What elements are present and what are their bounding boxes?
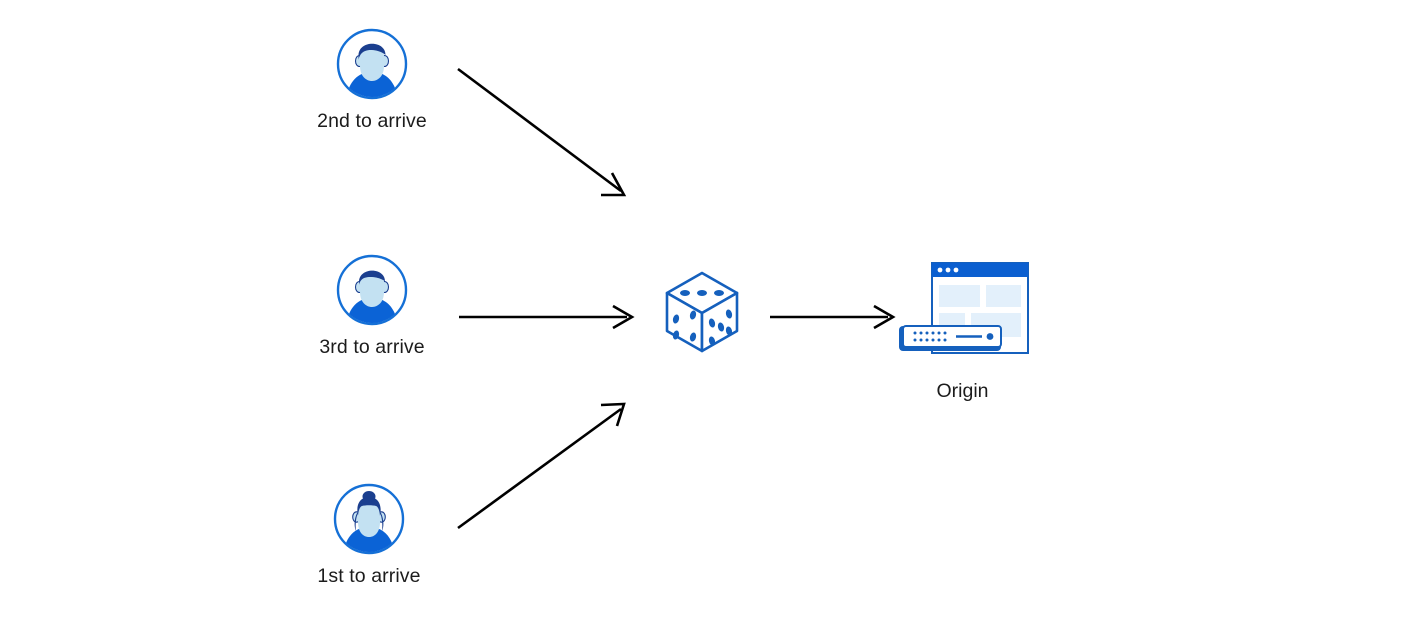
- client-node-third[interactable]: 3rd to arrive: [302, 254, 442, 359]
- user-avatar-icon: [336, 28, 408, 100]
- user-avatar-icon: [336, 254, 408, 326]
- client-node-second[interactable]: 2nd to arrive: [302, 28, 442, 133]
- client-label-first: 1st to arrive: [317, 565, 421, 587]
- arrow-second-to-dice: [457, 67, 627, 197]
- randomizer-node[interactable]: [661, 267, 743, 362]
- dice-icon: [665, 271, 739, 353]
- arrow-first-to-dice: [457, 402, 626, 530]
- avatar: [302, 254, 442, 326]
- client-label-third: 3rd to arrive: [319, 336, 425, 358]
- arrow-third-to-dice: [459, 304, 635, 330]
- arrow-dice-to-origin: [770, 304, 896, 330]
- avatar: [302, 28, 442, 100]
- origin-node[interactable]: Origin: [893, 258, 1038, 403]
- origin-server-icon: [899, 262, 1029, 354]
- client-node-first[interactable]: 1st to arrive: [299, 483, 439, 588]
- avatar: [299, 483, 439, 555]
- user-avatar-icon: [333, 483, 405, 555]
- server-device-icon: [899, 325, 1002, 351]
- client-label-second: 2nd to arrive: [317, 110, 427, 132]
- origin-label: Origin: [936, 380, 989, 402]
